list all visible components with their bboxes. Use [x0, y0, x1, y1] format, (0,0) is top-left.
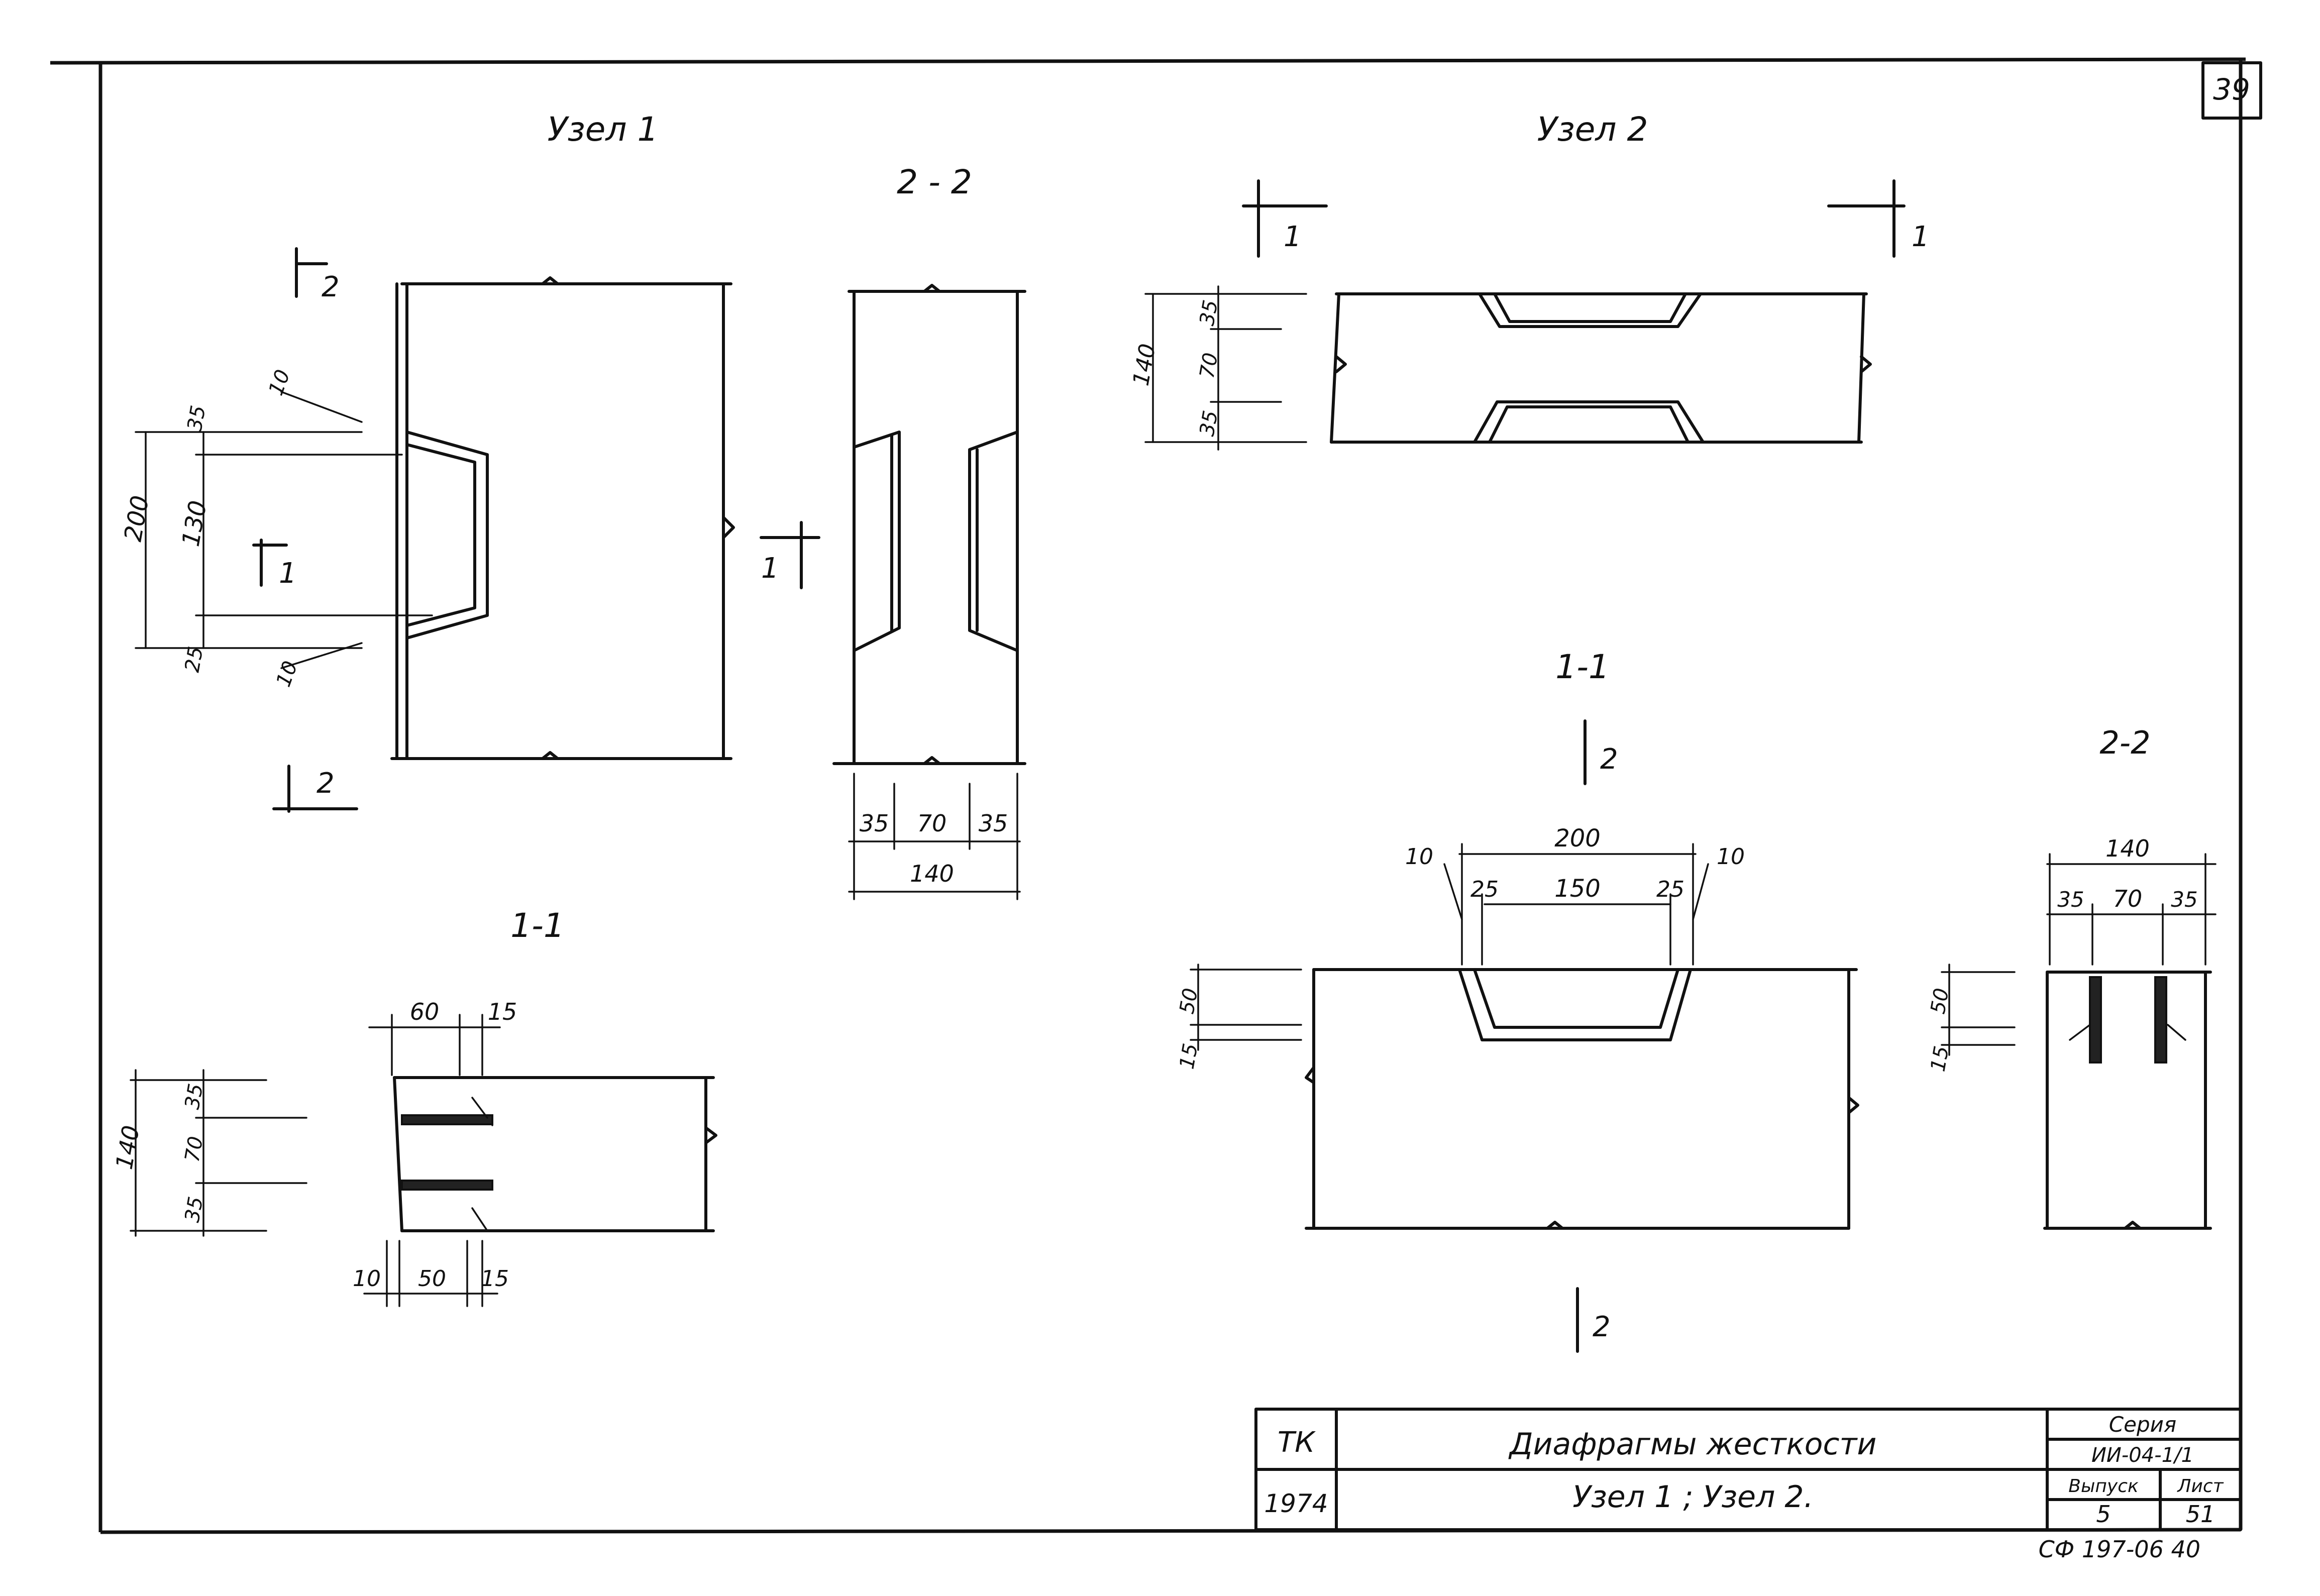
- node2-section-11-dim-15: 15: [1176, 1042, 1203, 1071]
- node1-dim-130: 130: [177, 498, 213, 549]
- node1-title: Узел 1: [547, 110, 658, 149]
- node1-section-2-2: 2 - 2 1 35 70 35 140: [760, 163, 1026, 900]
- node1-dim-10-top: 10: [264, 367, 295, 399]
- node2-section-2-2: 2-2 140 35 70 35 50 15: [1927, 724, 2217, 1230]
- node2-dim-35-top: 35: [1196, 298, 1223, 328]
- node1-plan: Узел 1 2 2 1 200 130: [119, 110, 735, 813]
- node2-section-11-cut-mark-2-bottom: 2: [1593, 1311, 1611, 1343]
- node1-dim-35: 35: [183, 404, 210, 433]
- node2-section-22-dim-140: 140: [2105, 835, 2150, 862]
- node1-section-1-1: 1-1 60 15 140 35 70 35: [111, 906, 717, 1307]
- node2-section-22-dim-70: 70: [2113, 885, 2143, 912]
- node1-section-11-dim-15-top: 15: [488, 998, 517, 1025]
- node1-cut-mark-1: 1: [279, 557, 297, 590]
- sheet-value: 51: [2186, 1501, 2216, 1528]
- node1-section-11-dim-35-top: 35: [181, 1082, 208, 1111]
- node2-section-11-dim-50: 50: [1176, 987, 1203, 1016]
- drawing-frame: [50, 57, 2246, 1534]
- node1-section-11-dim-60: 60: [410, 998, 440, 1025]
- node2-section-1-1: 1-1 2 2 200 10 25 150 25 10: [1176, 648, 1859, 1353]
- node2-section-11-cut-mark-2-top: 2: [1600, 743, 1618, 776]
- node1-section-11-dim-50: 50: [418, 1266, 446, 1292]
- node1-section-11-title: 1-1: [510, 906, 565, 945]
- node2-cut-mark-1-right: 1: [1912, 221, 1930, 253]
- node2-section-11-dim-10-left: 10: [1405, 844, 1433, 870]
- node1-section-22-dim-70: 70: [917, 810, 947, 837]
- node2-section-22-dim-35-left: 35: [2057, 887, 2084, 912]
- sheet-label: Лист: [2176, 1476, 2224, 1497]
- node1-section-11-dim-15-bottom: 15: [481, 1266, 509, 1292]
- node2-cut-mark-1-left: 1: [1284, 221, 1302, 253]
- node2-section-11-dim-200: 200: [1554, 824, 1601, 853]
- node1-section-11-dim-35-bottom: 35: [181, 1195, 208, 1224]
- page-number: 39: [2213, 72, 2250, 107]
- node2-section-22-dim-35-right: 35: [2171, 887, 2197, 912]
- node2-section-11-title: 1-1: [1555, 648, 1610, 686]
- node2-dim-70: 70: [1196, 351, 1223, 380]
- page-number-box: 39: [2201, 61, 2262, 120]
- title-block: ТК 1974 Диафрагмы жесткости Узел 1 ; Узе…: [1254, 1408, 2242, 1563]
- node2-dim-35-bottom: 35: [1196, 409, 1223, 438]
- series-label: Серия: [2109, 1412, 2176, 1437]
- node1-dim-25: 25: [181, 645, 208, 674]
- issue-label: Выпуск: [2068, 1476, 2139, 1497]
- node1-cut-mark-2-bottom: 2: [317, 767, 335, 800]
- node2-section-11-dim-150: 150: [1554, 875, 1601, 903]
- title-block-subtitle: Узел 1 ; Узел 2.: [1572, 1479, 1813, 1515]
- node2-section-11-dim-25-right: 25: [1656, 877, 1684, 902]
- node2-section-11-dim-10-right: 10: [1717, 844, 1745, 870]
- node2-dim-140: 140: [1128, 342, 1161, 388]
- node1-cut-mark-2-top: 2: [322, 271, 340, 303]
- node1-section-22-cut-mark-1: 1: [761, 552, 779, 585]
- node1-section-11-dim-140: 140: [111, 1123, 145, 1172]
- title-block-org: ТК: [1278, 1426, 1316, 1459]
- node1-section-22-dim-140: 140: [910, 860, 954, 887]
- node2-section-22-title: 2-2: [2099, 724, 2150, 761]
- node2-title: Узел 2: [1537, 110, 1648, 149]
- node1-section-22-title: 2 - 2: [897, 163, 972, 201]
- node2-section-11-dim-25-left: 25: [1470, 877, 1499, 902]
- node2-section-22-dim-15: 15: [1927, 1044, 1954, 1074]
- node1-section-11-dim-70: 70: [181, 1135, 208, 1164]
- title-block-title: Диафрагмы жесткости: [1508, 1427, 1877, 1462]
- node1-dim-200: 200: [119, 493, 155, 544]
- node1-section-22-dim-35-right: 35: [979, 810, 1008, 837]
- issue-value: 5: [2096, 1501, 2111, 1528]
- footer-code: СФ 197-06 40: [2039, 1536, 2200, 1563]
- title-block-year: 1974: [1264, 1489, 1328, 1518]
- node1-section-11-dim-10: 10: [353, 1266, 381, 1292]
- node2-plan: Узел 2 1 1 140 35 70 35: [1128, 110, 1930, 451]
- node2-section-22-dim-50: 50: [1927, 987, 1954, 1016]
- node1-section-22-dim-35-left: 35: [860, 810, 889, 837]
- series-value: ИИ-04-1/1: [2091, 1444, 2194, 1467]
